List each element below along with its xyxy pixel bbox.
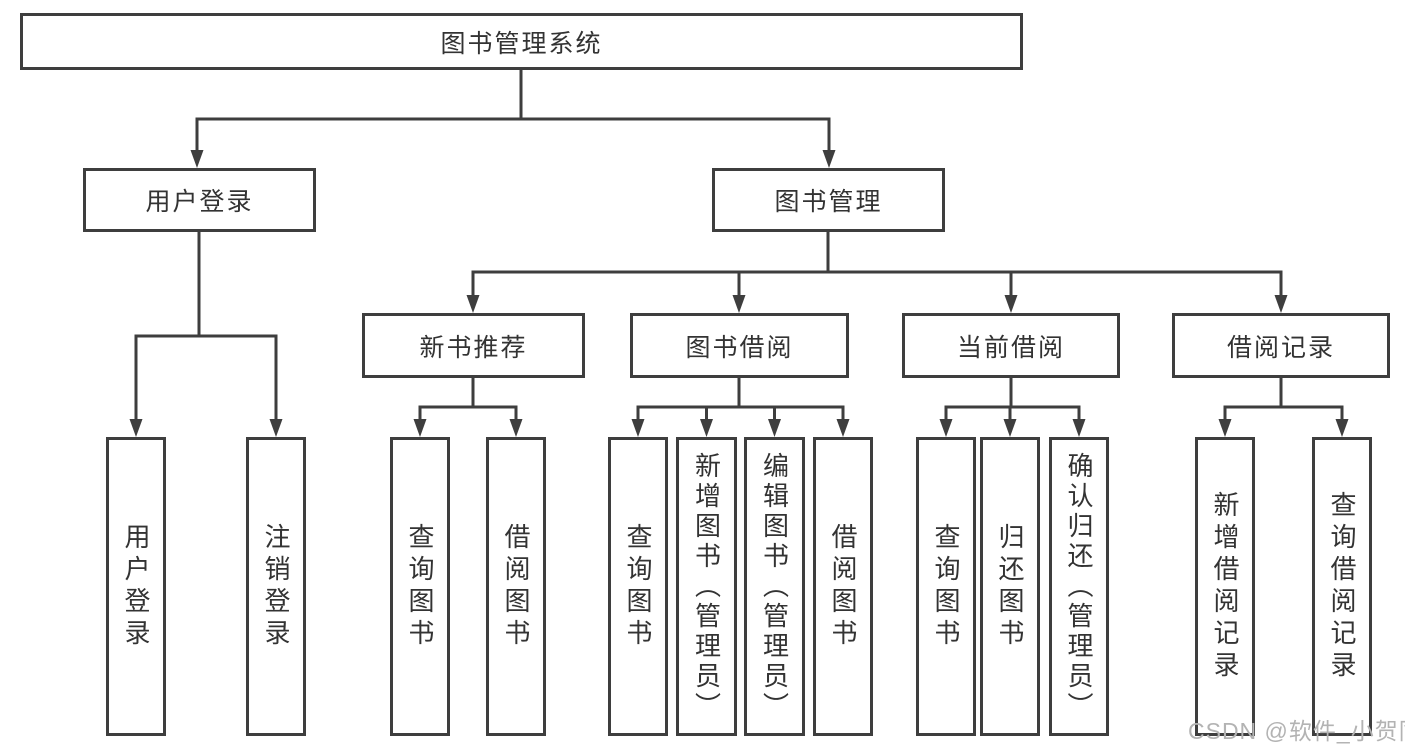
- leaf-bb-edit-books-admin: 编辑图书（管理员）: [744, 437, 805, 736]
- watermark: CSDN @软件_小贺同学: [1188, 718, 1405, 744]
- leaf-br-query-record-label: 查询借阅记录: [1327, 490, 1357, 683]
- node-new-book-recommend-label: 新书推荐: [419, 333, 528, 362]
- leaf-bb-borrow-books-label: 借阅图书: [828, 522, 858, 651]
- node-user-login-label: 用户登录: [145, 188, 254, 216]
- node-borrow-records-label: 借阅记录: [1226, 333, 1335, 362]
- leaf-br-query-record: 查询借阅记录: [1312, 437, 1372, 736]
- leaf-br-add-record-label: 新增借阅记录: [1210, 490, 1240, 683]
- leaf-user-login: 用户登录: [106, 437, 166, 736]
- node-current-borrow: 当前借阅: [902, 313, 1120, 378]
- leaf-user-login-label: 用户登录: [121, 522, 151, 651]
- leaf-rec-query-books-label: 查询图书: [405, 522, 435, 651]
- node-book-borrow-label: 图书借阅: [685, 333, 794, 362]
- leaf-bb-add-books-admin: 新增图书（管理员）: [676, 437, 737, 736]
- leaf-cb-query-books: 查询图书: [916, 437, 976, 736]
- node-current-borrow-label: 当前借阅: [956, 333, 1065, 362]
- leaf-cb-confirm-return-admin-label: 确认归还（管理员）: [1064, 451, 1094, 722]
- leaf-bb-edit-books-admin-label: 编辑图书（管理员）: [759, 451, 790, 722]
- leaf-br-add-record: 新增借阅记录: [1195, 437, 1255, 736]
- leaf-rec-query-books: 查询图书: [390, 437, 450, 736]
- node-book-management-label: 图书管理: [774, 188, 883, 216]
- leaf-rec-borrow-books-label: 借阅图书: [501, 522, 531, 651]
- node-new-book-recommend: 新书推荐: [362, 313, 585, 378]
- leaf-bb-borrow-books: 借阅图书: [813, 437, 873, 736]
- leaf-cb-return-books-label: 归还图书: [995, 522, 1025, 651]
- leaf-cb-return-books: 归还图书: [980, 437, 1040, 736]
- node-user-login: 用户登录: [83, 168, 316, 232]
- node-borrow-records: 借阅记录: [1172, 313, 1390, 378]
- node-book-management: 图书管理: [712, 168, 945, 232]
- leaf-bb-query-books: 查询图书: [608, 437, 668, 736]
- leaf-logout-login: 注销登录: [246, 437, 306, 736]
- node-book-borrow: 图书借阅: [630, 313, 849, 378]
- node-library-system: 图书管理系统: [20, 13, 1023, 70]
- leaf-bb-query-books-label: 查询图书: [623, 522, 653, 651]
- leaf-cb-confirm-return-admin: 确认归还（管理员）: [1049, 437, 1109, 736]
- leaf-bb-add-books-admin-label: 新增图书（管理员）: [691, 451, 722, 722]
- leaf-rec-borrow-books: 借阅图书: [486, 437, 546, 736]
- leaf-logout-login-label: 注销登录: [261, 522, 291, 651]
- leaf-cb-query-books-label: 查询图书: [931, 522, 961, 651]
- node-library-system-label: 图书管理系统: [440, 29, 603, 58]
